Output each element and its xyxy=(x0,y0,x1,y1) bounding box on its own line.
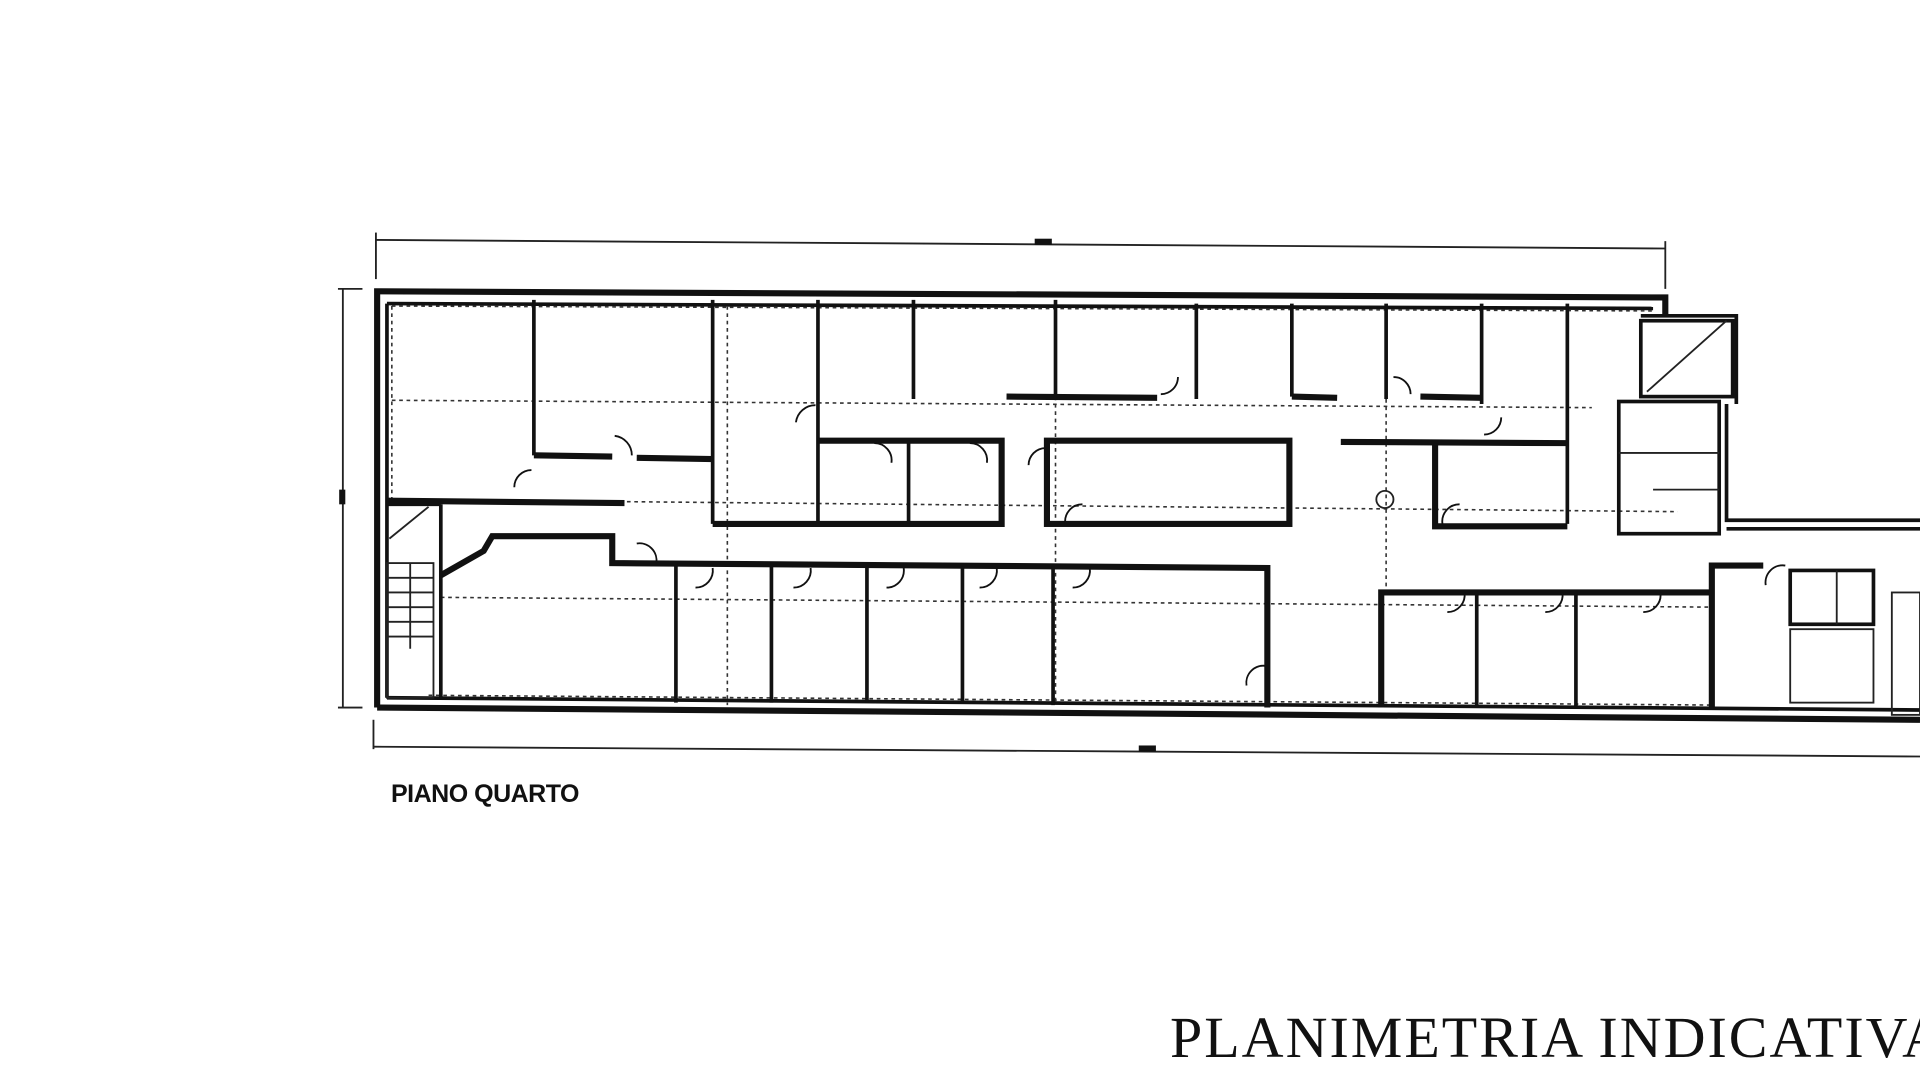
floor-label: PIANO QUARTO xyxy=(391,780,580,808)
staircase xyxy=(386,506,1920,716)
doors xyxy=(513,376,1786,686)
drawing-title: PLANIMETRIA INDICATIVA xyxy=(1170,1005,1920,1070)
interior-walls xyxy=(386,299,1876,708)
dimension-lines xyxy=(337,232,1920,758)
outer-walls xyxy=(374,288,1920,723)
